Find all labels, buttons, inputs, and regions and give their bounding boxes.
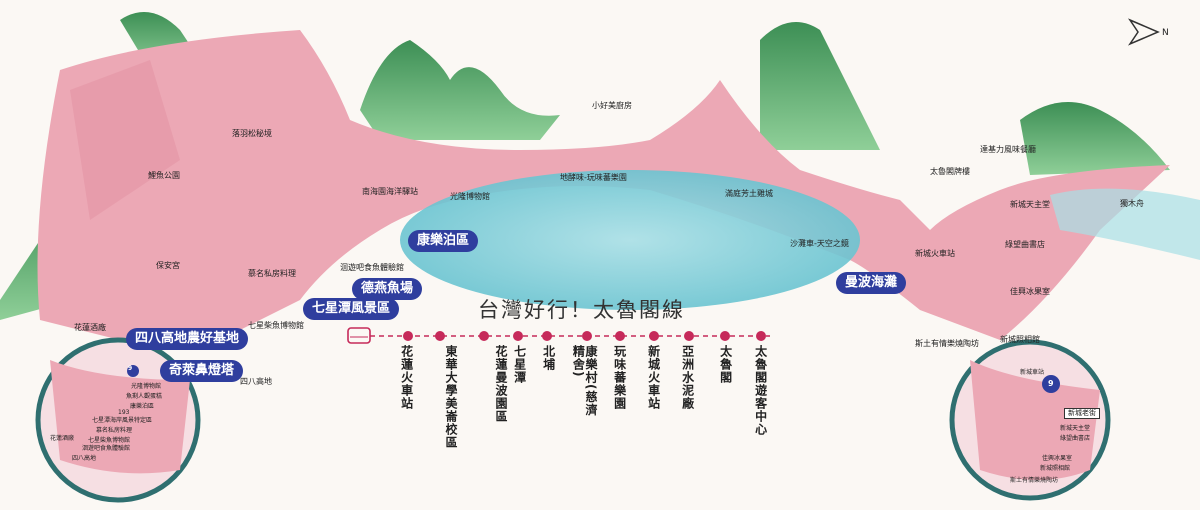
attraction-label: 慕名私房料理 <box>248 269 296 278</box>
area-label-qilaibi: 奇萊鼻燈塔 <box>160 360 244 382</box>
stop-11: 太魯閣遊客中心 <box>753 345 768 436</box>
stop-7: 玩味蕃樂園 <box>612 345 627 410</box>
attraction-label: 落羽松秘境 <box>232 129 272 138</box>
inset-left-label: 慕名私房料理 <box>96 427 133 434</box>
road-9-icon-left <box>127 365 139 377</box>
route-title: 台灣好行！太魯閣線 <box>478 298 685 322</box>
inset-right-label: 新城照相館 <box>1040 465 1071 472</box>
route-stop-dot <box>582 331 592 341</box>
route-stop-dot <box>513 331 523 341</box>
route-dots <box>403 331 766 341</box>
road-9-icon-right <box>1042 375 1060 393</box>
route-stop-dot <box>720 331 730 341</box>
inset-right-label: 斯土有情樂燒陶坊 <box>1010 477 1059 484</box>
sea-right <box>1050 188 1200 260</box>
inset-right-label: 綠望曲書店 <box>1060 435 1091 442</box>
area-label-48-highland: 四八高地農好基地 <box>126 328 249 350</box>
inset-right-label: 佳興冰果室 <box>1042 455 1073 462</box>
attraction-label: 小好美廚房 <box>592 101 632 110</box>
attraction-label: 沙灘車-天空之鏡 <box>790 239 849 248</box>
stop-4: 七星潭 <box>512 345 527 384</box>
area-label-deyan: 德燕魚場 <box>352 278 423 300</box>
attraction-label: 花蓮酒廠 <box>74 323 106 332</box>
stop-8: 新城火車站 <box>646 345 661 410</box>
inset-right-label: 新城天主堂 <box>1060 425 1091 432</box>
land-shade <box>70 60 180 220</box>
sea-center <box>400 170 860 310</box>
inset-left-land <box>50 360 190 474</box>
attraction-label: 斯土有情樂燒陶坊 <box>915 339 979 348</box>
route-stop-dot <box>649 331 659 341</box>
mountain-right <box>1020 102 1170 175</box>
attraction-label: 綠望曲書店 <box>1005 240 1045 249</box>
attraction-label: 達基力風味餐廳 <box>980 145 1036 154</box>
stop-10: 太魯閣 <box>718 345 733 384</box>
inset-left-road-9: 9 <box>128 365 133 372</box>
inset-left-label: 花蓮酒廠 <box>50 435 75 442</box>
route-stop-dot <box>542 331 552 341</box>
stop-1: 花蓮火車站 <box>399 345 414 410</box>
attraction-label: 新城火車站 <box>915 249 955 258</box>
attraction-label: 獨木舟 <box>1120 199 1144 208</box>
route-stop-dot <box>403 331 413 341</box>
route-stop-dot <box>479 331 489 341</box>
mountain-hills <box>360 40 560 140</box>
attraction-label: 保安宮 <box>156 261 180 270</box>
attraction-label: 新城照相館 <box>1000 335 1040 344</box>
stop-2: 東華大學美崙校區 <box>444 345 458 449</box>
attraction-label: 南海園海洋驛站 <box>362 187 418 196</box>
stop-3: 花蓮曼波園區 <box>494 345 508 423</box>
compass-label: N <box>1162 28 1169 38</box>
attraction-label: 新城天主堂 <box>1010 200 1050 209</box>
inset-left-label: 光隆博物館 <box>131 383 162 390</box>
inset-right-road-9: 9 <box>1048 379 1054 388</box>
attraction-label: 鯉魚公園 <box>148 171 180 180</box>
mountain-mid <box>760 22 880 150</box>
route-stop-dot <box>756 331 766 341</box>
inset-right-label: 新城車站 <box>1020 369 1045 376</box>
inset-left-label: 康樂泊區 <box>130 403 155 410</box>
attraction-label: 四八高地 <box>240 377 272 386</box>
inset-left-label: 四八高地 <box>72 455 97 462</box>
area-label-manbo-beach: 曼波海灘 <box>836 272 907 294</box>
route-stop-dot <box>615 331 625 341</box>
inset-left-label: 魚剩人觀蛋糕 <box>126 393 163 400</box>
compass-icon <box>1127 18 1160 46</box>
inset-right-land <box>970 360 1100 480</box>
attraction-label: 滿庭芳土雞城 <box>725 189 773 198</box>
inset-left-label: 七星柴魚博物館 <box>88 437 131 444</box>
route-stop-dot <box>435 331 445 341</box>
inset-left-label: 七星潭海岸風景特定區 <box>92 417 153 424</box>
attraction-label: 地酵味-玩味蕃樂園 <box>560 173 627 182</box>
bus-icon <box>347 327 371 344</box>
area-label-qixingtan: 七星潭風景區 <box>303 298 400 320</box>
inset-left-road-193: 193 <box>118 409 130 416</box>
attraction-label: 太魯閣牌樓 <box>930 167 970 176</box>
route-stop-dot <box>684 331 694 341</box>
stop-5: 北埔 <box>541 345 556 371</box>
attraction-label: 光隆博物館 <box>450 192 490 201</box>
attraction-label: 洄遊吧食魚體驗館 <box>340 263 404 272</box>
attraction-label: 七星柴魚博物館 <box>248 321 304 330</box>
area-label-kangle: 康樂泊區 <box>408 230 479 252</box>
attraction-label: 佳興冰果室 <box>1010 287 1050 296</box>
stop-6: 康樂村(慈濟精舍) <box>571 345 598 417</box>
inset-right-tag: 新城老街 <box>1064 408 1100 419</box>
inset-left-label: 洄遊吧食魚體驗館 <box>82 445 131 452</box>
stop-9: 亞洲水泥廠 <box>680 345 695 410</box>
